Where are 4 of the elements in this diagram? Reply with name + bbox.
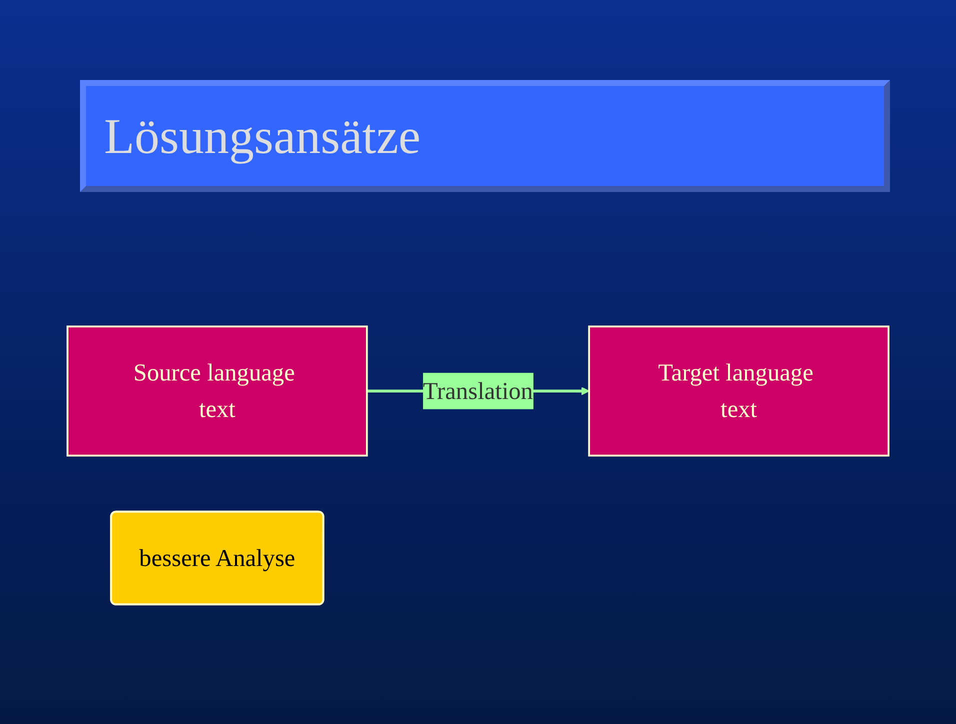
node-box: Target language text xyxy=(588,325,890,456)
slide-title: Lösungsansätze xyxy=(80,80,890,192)
edge-label: Translation xyxy=(423,377,533,404)
node-box: Source language text xyxy=(66,325,368,456)
